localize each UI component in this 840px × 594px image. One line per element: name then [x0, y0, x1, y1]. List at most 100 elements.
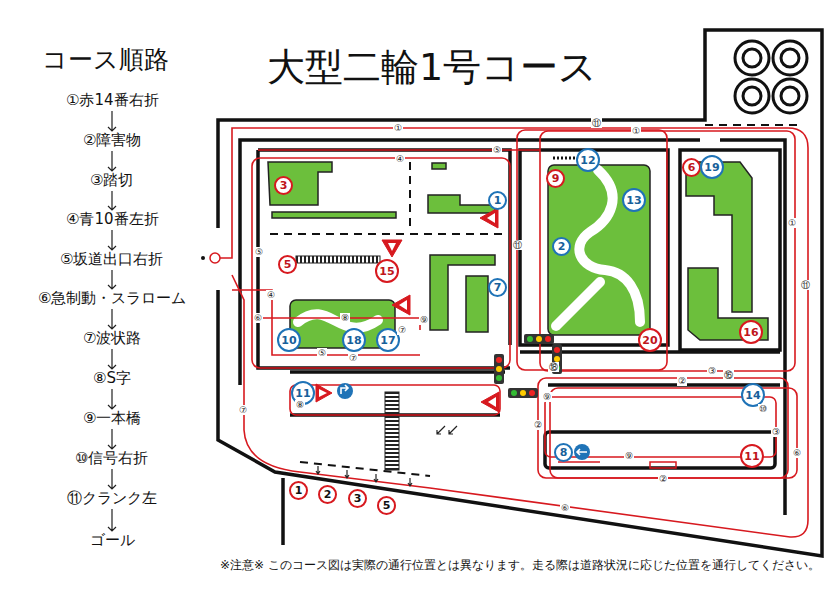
- route-number: ⑪: [591, 118, 602, 128]
- warning-sign: [382, 240, 402, 257]
- route-number: ⑱: [548, 362, 559, 372]
- note-text: ※注意※ このコース図は実際の通行位置とは異なります。走る際は道路状況に応じた位…: [220, 559, 820, 573]
- route-number: ①: [787, 218, 797, 228]
- course-post: 6: [682, 158, 701, 177]
- green-island: [432, 163, 446, 169]
- road-edge: [290, 352, 780, 415]
- route-number: ⑨: [419, 315, 429, 325]
- road-edge: [545, 432, 775, 468]
- warning-sign-inner: [399, 300, 407, 310]
- traffic-light: [494, 354, 504, 384]
- route-number: ⑧: [340, 313, 350, 323]
- route-number: ⑪: [800, 280, 811, 290]
- inner-road: [298, 314, 378, 327]
- road-edge: [258, 150, 510, 368]
- course-marker: [201, 256, 205, 260]
- road-edge: [520, 150, 668, 345]
- route-line: [252, 158, 510, 368]
- warning-sign: [392, 295, 410, 315]
- traffic-light: [527, 336, 533, 342]
- route-number: ②: [658, 474, 668, 484]
- road-edge: [680, 150, 780, 350]
- road-edge: [218, 30, 822, 556]
- course-post: 10: [277, 328, 301, 352]
- course-post: 16: [739, 320, 763, 344]
- route-number: ①: [393, 123, 403, 133]
- green-island: [688, 268, 768, 340]
- post-number: 6: [688, 162, 696, 173]
- warning-sign-inner: [488, 397, 496, 407]
- course-post: 8: [554, 443, 573, 462]
- traffic-light: [496, 375, 502, 381]
- course-post: 19: [700, 155, 724, 179]
- course-post: 3: [348, 489, 367, 508]
- course-post: 1: [289, 481, 308, 500]
- route-number: ③: [771, 427, 781, 437]
- post-number: 17: [380, 335, 395, 346]
- traffic-light: [496, 366, 502, 372]
- route-number: ⑧: [295, 400, 305, 410]
- warning-sign: [316, 384, 332, 402]
- course-post: 13: [622, 188, 646, 212]
- traffic-light: [536, 336, 542, 342]
- post-number: 14: [745, 390, 760, 401]
- warning-sign-inner: [487, 213, 495, 223]
- route-number: ⑥: [792, 448, 802, 458]
- green-island: [466, 276, 488, 332]
- course-marker: [650, 462, 676, 468]
- turning-circles: [781, 49, 799, 67]
- warning-sign: [481, 392, 499, 412]
- course-post: 20: [638, 328, 662, 352]
- post-number: 2: [324, 489, 332, 500]
- hatched-strip: [385, 392, 399, 470]
- route-step: ⑦波状路: [83, 330, 141, 347]
- course-post: 12: [576, 148, 600, 172]
- route-number: ①: [631, 126, 641, 136]
- direction-sign: [574, 444, 590, 460]
- direction-sign: [341, 385, 348, 394]
- post-number: 10: [281, 335, 296, 346]
- course-post: 1: [488, 191, 507, 210]
- turning-circles: [781, 87, 799, 105]
- route-number: ⑦: [348, 353, 358, 363]
- course-marker: [210, 253, 220, 263]
- road-edge: [240, 140, 785, 515]
- route-step: ⑪クランク左: [67, 490, 157, 507]
- direction-sign: [337, 383, 353, 399]
- post-number: 19: [704, 162, 719, 173]
- traffic-light: [554, 347, 560, 353]
- course-post: 9: [546, 169, 565, 188]
- green-island: [268, 162, 768, 348]
- turning-circles: [773, 79, 807, 113]
- inner-road: [298, 170, 640, 328]
- route-step: ①赤14番右折: [66, 92, 159, 109]
- turning-circles: [743, 87, 761, 105]
- turning-circles: [735, 79, 769, 113]
- course-post: 2: [552, 237, 571, 256]
- green-island: [272, 212, 396, 218]
- course-post: 2: [318, 485, 337, 504]
- traffic-light: [508, 388, 538, 398]
- turning-circles: [735, 41, 807, 113]
- course-post: 5: [377, 496, 396, 515]
- post-number: 1: [494, 195, 502, 206]
- warning-sign-inner: [319, 213, 496, 407]
- route-step: ⑧S字: [93, 370, 131, 387]
- course-marker: [201, 253, 676, 468]
- route-step: ⑤坂道出口右折: [60, 251, 163, 268]
- post-number: 3: [354, 493, 362, 504]
- post-number: 2: [558, 241, 566, 252]
- post-number: 8: [560, 447, 568, 458]
- warning-sign-inner: [319, 389, 327, 397]
- route-step: ゴール: [90, 532, 135, 549]
- route-number: ⑨: [542, 392, 552, 402]
- post-number: 1: [295, 485, 303, 496]
- route-line: [540, 131, 795, 371]
- post-number: 7: [494, 282, 502, 293]
- route-number: ⑤: [317, 348, 327, 358]
- route-step: ④青10番左折: [66, 211, 159, 228]
- route-number: ⑨: [624, 451, 634, 461]
- course-post: 7: [488, 278, 507, 297]
- post-number: 13: [626, 195, 641, 206]
